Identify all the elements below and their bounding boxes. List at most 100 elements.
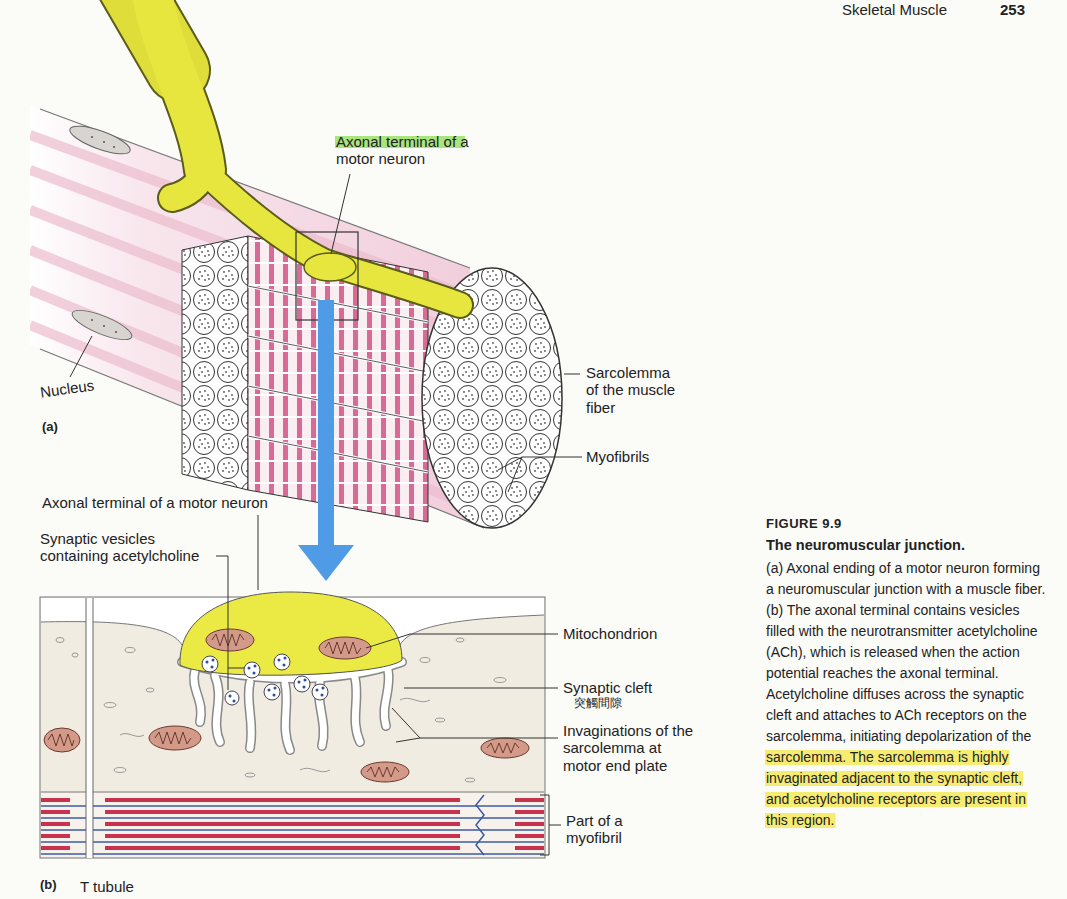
mitochondrion xyxy=(149,726,201,750)
leader-line xyxy=(404,688,558,689)
junctional-folds xyxy=(215,676,220,742)
synaptic-vesicle xyxy=(284,657,287,660)
synaptic-vesicle xyxy=(248,667,251,670)
part-label: Synaptic cleft xyxy=(563,679,652,696)
part-label: Invaginations of the sarcolemma at motor… xyxy=(563,722,695,774)
myofibril xyxy=(41,792,544,857)
nucleus xyxy=(103,141,105,143)
part-label: Axonal terminal of a motor neuron xyxy=(42,494,268,511)
cutaway-block xyxy=(248,436,428,472)
synaptic-vesicle xyxy=(233,700,236,703)
junction-panel xyxy=(400,615,544,645)
organelle xyxy=(300,768,330,771)
t-tubule xyxy=(86,598,93,858)
organelle xyxy=(56,638,64,643)
junctional-folds xyxy=(384,670,389,726)
motor-neuron-axon xyxy=(150,0,205,170)
t-tubule xyxy=(86,598,93,858)
synaptic-vesicle xyxy=(304,679,307,682)
synaptic-vesicle xyxy=(322,687,325,690)
zoom-arrow xyxy=(298,300,354,581)
organelle xyxy=(125,648,135,653)
junctional-folds xyxy=(249,682,252,748)
part-label: Synaptic vesicles containing acetylcholi… xyxy=(40,530,222,565)
junction-panel xyxy=(41,622,182,645)
organelle xyxy=(120,734,144,737)
leader-line xyxy=(564,374,580,375)
mitochondrion xyxy=(481,738,529,758)
myofibril xyxy=(41,817,544,818)
organelle xyxy=(114,768,126,773)
myofibril xyxy=(41,834,544,838)
zoom-arrow xyxy=(298,545,354,581)
running-header: Skeletal Muscle xyxy=(842,1,947,18)
nucleus xyxy=(103,325,105,327)
part-label: Part of a myofibril xyxy=(566,812,648,847)
synaptic-vesicle xyxy=(254,665,257,668)
organelle xyxy=(72,653,78,657)
axon-terminal xyxy=(180,592,402,675)
muscle-fiber xyxy=(30,105,484,528)
part-label: Myofibrils xyxy=(586,448,649,465)
junctional-folds xyxy=(285,684,290,750)
leader-line xyxy=(540,795,561,855)
mitochondrion xyxy=(155,732,191,744)
myofibril xyxy=(476,795,484,855)
synaptic-vesicle xyxy=(229,695,232,698)
nucleus xyxy=(113,146,115,148)
cutaway-block xyxy=(248,286,428,472)
nucleus xyxy=(91,136,93,138)
leader-line xyxy=(331,174,350,254)
myofibril xyxy=(41,792,544,793)
junctional-folds xyxy=(249,682,252,748)
cutaway-block xyxy=(248,386,428,422)
synaptic-vesicle xyxy=(211,666,214,669)
page-number: 253 xyxy=(1000,1,1025,18)
mitochondrion xyxy=(367,767,399,777)
junctional-folds xyxy=(355,678,360,742)
motor-neuron-axon xyxy=(304,253,356,281)
cutaway-block xyxy=(248,336,428,372)
part-label: Sarcolemma of the muscle fiber xyxy=(586,364,686,416)
nucleus xyxy=(67,121,133,160)
figure-caption: (a) Axonal ending of a motor neuron form… xyxy=(766,558,1046,831)
junctional-folds xyxy=(194,670,201,722)
myofibril xyxy=(41,853,544,854)
junctional-folds xyxy=(384,670,389,726)
part-label: Nucleus xyxy=(39,376,95,401)
mitochondrion xyxy=(361,762,409,782)
mitochondrion xyxy=(48,734,74,746)
cutaway-block xyxy=(248,436,428,472)
synaptic-vesicle xyxy=(244,662,260,678)
synaptic-vesicle xyxy=(274,654,290,670)
myofibril xyxy=(41,810,544,814)
synaptic-vesicle xyxy=(225,691,239,705)
myofibril xyxy=(41,798,544,802)
leader-line xyxy=(498,457,582,492)
myofibril xyxy=(41,829,544,830)
mitochondrion xyxy=(206,629,254,651)
myofibril xyxy=(41,846,544,850)
synaptic-vesicle xyxy=(264,684,280,700)
mitochondrion xyxy=(44,629,529,782)
leader-line xyxy=(392,708,558,742)
synaptic-vesicle xyxy=(283,664,286,667)
myofibril xyxy=(41,792,544,857)
nucleus xyxy=(91,319,93,321)
myofibril xyxy=(41,806,544,854)
organelle xyxy=(435,718,445,722)
organelle xyxy=(465,778,475,782)
organelle xyxy=(400,698,430,701)
myofibril xyxy=(41,805,544,806)
synaptic-vesicle xyxy=(303,686,306,689)
leader-line xyxy=(216,556,244,690)
organelle xyxy=(456,638,464,642)
part-label: Axonal terminal of a motor neuron xyxy=(336,133,476,168)
chinese-note: 突觸間隙 xyxy=(574,697,622,711)
cutaway-block xyxy=(248,286,428,472)
nucleus xyxy=(69,305,135,346)
mitochondrion xyxy=(319,637,371,659)
mitochondrion xyxy=(487,743,519,753)
mitochondrion xyxy=(325,642,361,654)
